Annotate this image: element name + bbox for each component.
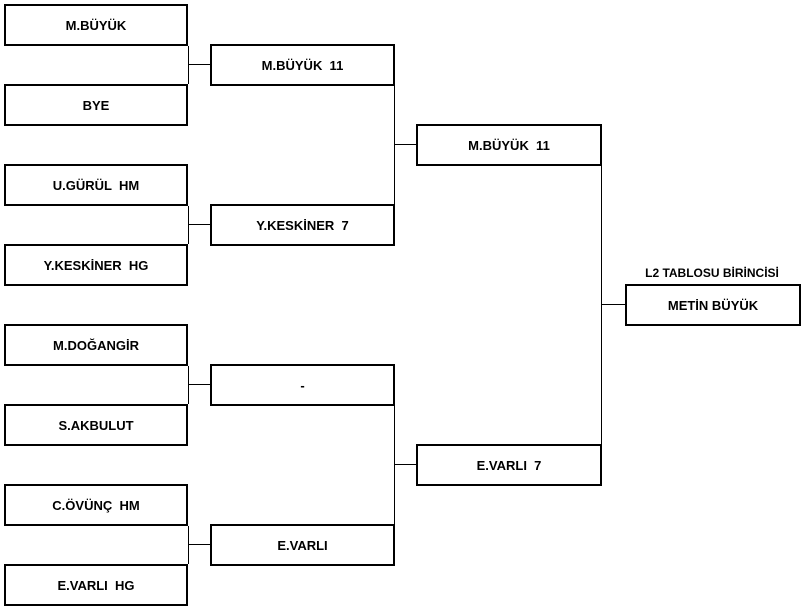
round2-slot-1: M.BÜYÜK 11: [210, 44, 395, 86]
round3-slot-1: M.BÜYÜK 11: [416, 124, 602, 166]
round1-slot-7: C.ÖVÜNÇ HM: [4, 484, 188, 526]
round1-slot-4: Y.KESKİNER HG: [4, 244, 188, 286]
connector-r2-pair2-vertical: [394, 406, 395, 524]
connector-r1-pair4-horizontal: [188, 544, 210, 545]
connector-r1-pair3-horizontal: [188, 384, 210, 385]
round3-slot-2: E.VARLI 7: [416, 444, 602, 486]
round2-slot-3: -: [210, 364, 395, 406]
connector-r1-pair4-vertical: [188, 526, 189, 564]
final-title: L2 TABLOSU BİRİNCİSİ: [645, 266, 779, 280]
connector-r1-pair3-vertical: [188, 366, 189, 404]
round2-slot-2: Y.KESKİNER 7: [210, 204, 395, 246]
connector-r1-pair1-horizontal: [188, 64, 210, 65]
connector-r1-pair1-vertical: [188, 46, 189, 84]
connector-r2-pair1-horizontal: [394, 144, 416, 145]
connector-r3-horizontal: [601, 304, 625, 305]
round1-slot-2: BYE: [4, 84, 188, 126]
round1-slot-1: M.BÜYÜK: [4, 4, 188, 46]
connector-r1-pair2-horizontal: [188, 224, 210, 225]
round1-slot-5: M.DOĞANGİR: [4, 324, 188, 366]
connector-r3-vertical: [601, 166, 602, 444]
connector-r1-pair2-vertical: [188, 206, 189, 244]
round2-slot-4: E.VARLI: [210, 524, 395, 566]
round1-slot-6: S.AKBULUT: [4, 404, 188, 446]
connector-r2-pair1-vertical: [394, 86, 395, 204]
connector-r2-pair2-horizontal: [394, 464, 416, 465]
round1-slot-3: U.GÜRÜL HM: [4, 164, 188, 206]
round1-slot-8: E.VARLI HG: [4, 564, 188, 606]
final-winner: METİN BÜYÜK: [625, 284, 801, 326]
